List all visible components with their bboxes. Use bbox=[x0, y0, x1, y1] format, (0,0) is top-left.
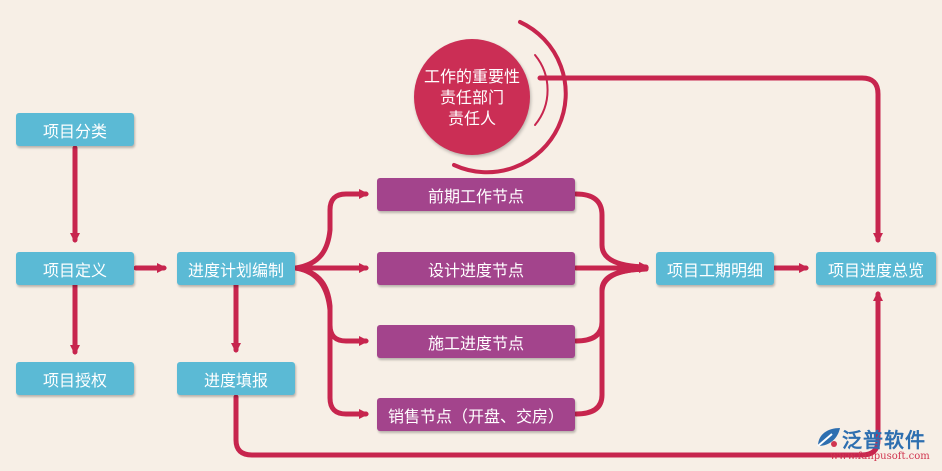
merge-from-sales bbox=[573, 266, 649, 417]
logo-url: www.fanpusoft.com bbox=[830, 451, 930, 462]
arrow-reporting-to-overview bbox=[233, 291, 883, 458]
fanpu-logo: 泛普软件 www.fanpusoft.com bbox=[812, 424, 936, 464]
circle-line-importance: 工作的重要性 bbox=[423, 66, 520, 86]
merge-from-construction bbox=[573, 266, 649, 344]
node-progress-reporting: 进度填报 bbox=[177, 362, 295, 395]
responsibility-circle: 工作的重要性 责任部门 责任人 bbox=[414, 39, 530, 155]
node-construction-progress-nodes: 施工进度节点 bbox=[377, 325, 575, 358]
leaf-icon bbox=[817, 428, 840, 447]
logo-name: 泛普软件 bbox=[842, 428, 926, 452]
node-schedule-planning: 进度计划编制 bbox=[177, 252, 295, 285]
node-sales-nodes: 销售节点（开盘、交房） bbox=[377, 398, 575, 431]
node-project-progress-overview: 项目进度总览 bbox=[816, 252, 936, 285]
arrow-to-sales bbox=[293, 265, 369, 419]
arrow-circle-to-overview bbox=[537, 75, 883, 243]
circle-outer-arc bbox=[452, 20, 568, 175]
arrow-to-early-work bbox=[293, 189, 369, 271]
circle-line-department: 责任部门 bbox=[439, 87, 504, 107]
node-design-progress-nodes: 设计进度节点 bbox=[377, 252, 575, 285]
node-early-work-nodes: 前期工作节点 bbox=[377, 178, 575, 211]
node-project-authorization: 项目授权 bbox=[16, 362, 134, 395]
circle-right-arc bbox=[534, 54, 549, 126]
merge-from-early-work bbox=[573, 191, 649, 272]
node-project-period-details: 项目工期明细 bbox=[656, 252, 774, 285]
node-project-category: 项目分类 bbox=[16, 113, 134, 146]
circle-line-person: 责任人 bbox=[447, 108, 496, 128]
node-project-definition: 项目定义 bbox=[16, 252, 134, 285]
